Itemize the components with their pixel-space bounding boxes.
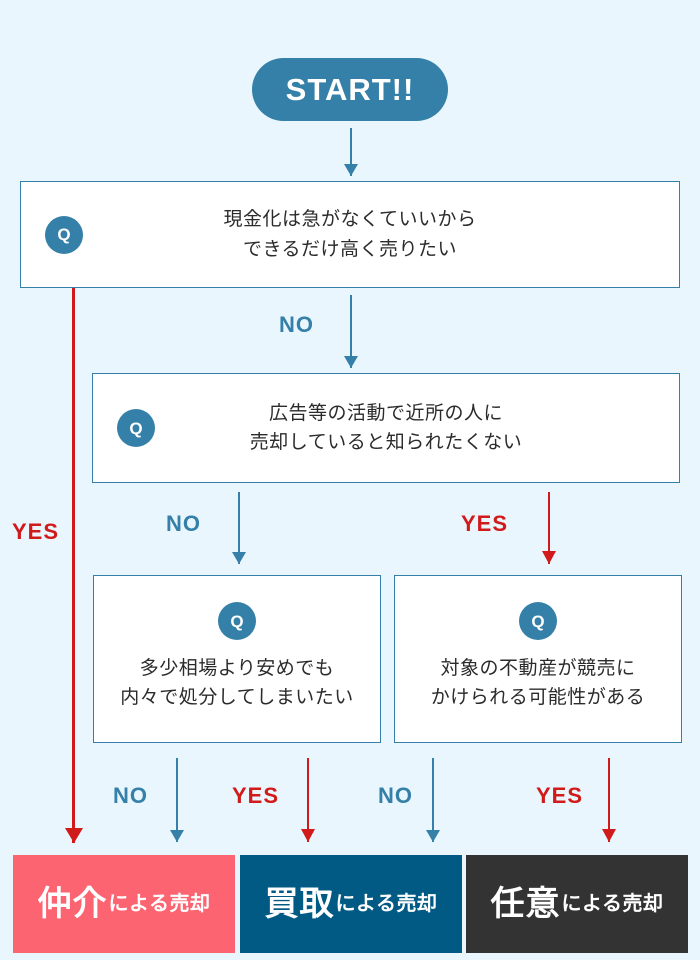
question-box-2: Q 広告等の活動で近所の人に 売却していると知られたくない	[92, 373, 680, 483]
branch-label-q2-yes: YES	[461, 511, 509, 536]
arrow-stem	[548, 492, 550, 564]
arrow-stem	[307, 758, 309, 842]
question-badge-icon: Q	[519, 602, 557, 640]
result-suffix-1: による売却	[108, 893, 211, 915]
question-badge-icon: Q	[218, 602, 256, 640]
branch-label-q4-yes: YES	[536, 783, 584, 808]
question-text-1: 現金化は急がなくていいから できるだけ高く売りたい	[223, 209, 477, 260]
branch-label-q3-yes: YES	[232, 783, 280, 808]
result-box-nini: 任意 による売却	[466, 855, 688, 953]
arrow-head	[170, 830, 184, 842]
arrow-head	[65, 828, 83, 843]
arrow-head	[602, 829, 616, 842]
arrow-head	[426, 830, 440, 842]
result-emphasis-1: 仲介	[37, 885, 108, 923]
branch-label-q1-yes: YES	[12, 519, 60, 544]
question-badge-icon: Q	[117, 409, 155, 447]
start-node: START!!	[252, 58, 448, 121]
question-box-1: Q 現金化は急がなくていいから できるだけ高く売りたい	[20, 181, 680, 288]
question-badge-icon: Q	[45, 215, 83, 254]
branch-label-q4-no: NO	[378, 783, 413, 808]
arrow-head	[344, 164, 358, 176]
result-box-kaitori: 買取 による売却	[240, 855, 462, 953]
arrow-head	[232, 552, 246, 564]
arrow-head	[542, 551, 556, 564]
question-text-2: 広告等の活動で近所の人に 売却していると知られたくない	[249, 402, 523, 453]
result-suffix-2: による売却	[335, 893, 438, 915]
result-suffix-3: による売却	[561, 893, 664, 915]
question-box-3: Q 多少相場より安めでも 内々で処分してしまいたい	[93, 575, 381, 743]
question-text-3: 多少相場より安めでも 内々で処分してしまいたい	[120, 658, 354, 709]
arrow-stem	[176, 758, 178, 842]
arrow-stem	[350, 295, 352, 368]
arrow-stem	[608, 758, 610, 842]
result-emphasis-2: 買取	[264, 885, 335, 923]
arrow-head	[301, 829, 315, 842]
arrow-stem	[350, 128, 352, 176]
arrow-stem	[432, 758, 434, 842]
arrow-stem	[72, 288, 75, 843]
arrow-head	[344, 356, 358, 368]
question-box-4: Q 対象の不動産が競売に かけられる可能性がある	[394, 575, 682, 743]
branch-label-q1-no: NO	[279, 312, 314, 337]
result-emphasis-3: 任意	[490, 885, 561, 923]
result-box-chukai: 仲介 による売却	[13, 855, 235, 953]
branch-label-q3-no: NO	[113, 783, 148, 808]
arrow-stem	[238, 492, 240, 564]
start-label: START!!	[285, 72, 415, 107]
question-text-4: 対象の不動産が競売に かけられる可能性がある	[430, 658, 646, 709]
branch-label-q2-no: NO	[166, 511, 201, 536]
